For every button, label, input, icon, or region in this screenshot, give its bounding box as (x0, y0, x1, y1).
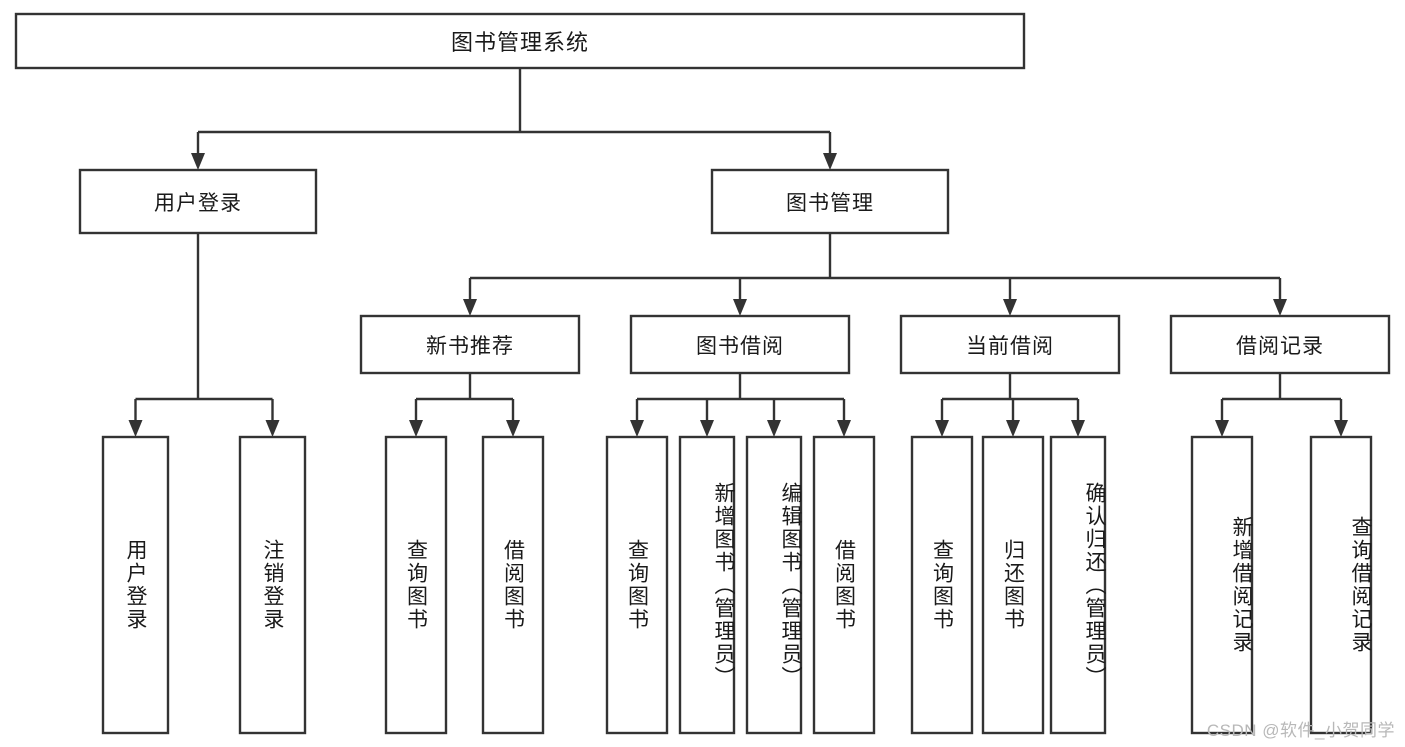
node-box-leaf-user-logout[interactable] (238, 435, 307, 735)
connectors-layer (128, 68, 1348, 437)
arrow-head-icon (265, 420, 280, 437)
arrow-head-icon (935, 420, 949, 437)
arrow-head-icon (506, 420, 520, 437)
arrow-head-icon (128, 420, 143, 437)
node-box-leaf-return-book[interactable] (981, 435, 1045, 735)
arrow-head-icon (1071, 420, 1085, 437)
arrow-head-icon (837, 420, 851, 437)
arrow-head-icon (733, 299, 747, 316)
arrow-head-icon (700, 420, 714, 437)
node-box-leaf-add-borrow-record[interactable] (1190, 435, 1254, 735)
arrow-head-icon (409, 420, 423, 437)
node-box-book-manage[interactable] (710, 168, 950, 235)
node-box-leaf-edit-book-admin[interactable] (745, 435, 803, 735)
node-box-borrow-record[interactable] (1169, 314, 1391, 375)
node-box-leaf-query-book-current[interactable] (910, 435, 974, 735)
arrow-head-icon (630, 420, 644, 437)
node-boxes-layer (14, 12, 1391, 735)
arrow-head-icon (1003, 299, 1017, 316)
node-box-book-borrow[interactable] (629, 314, 851, 375)
node-box-root[interactable] (14, 12, 1026, 70)
arrow-head-icon (1273, 299, 1287, 316)
node-box-leaf-query-borrow-record[interactable] (1309, 435, 1373, 735)
node-box-leaf-query-book-rec[interactable] (384, 435, 448, 735)
arrow-head-icon (1006, 420, 1020, 437)
node-box-new-book-recommend[interactable] (359, 314, 581, 375)
node-box-leaf-query-book-borrow[interactable] (605, 435, 669, 735)
watermark-text: CSDN @软件_小贺同学 (1206, 721, 1395, 740)
node-box-leaf-borrow-book[interactable] (812, 435, 876, 735)
arrow-head-icon (823, 153, 837, 170)
node-box-leaf-add-book-admin[interactable] (678, 435, 736, 735)
arrow-head-icon (191, 153, 205, 170)
node-box-leaf-confirm-return-admin[interactable] (1049, 435, 1107, 735)
arrow-head-icon (767, 420, 781, 437)
arrow-head-icon (463, 299, 477, 316)
node-box-current-borrow[interactable] (899, 314, 1121, 375)
arrow-head-icon (1334, 420, 1348, 437)
node-box-leaf-borrow-book-rec[interactable] (481, 435, 545, 735)
arrow-head-icon (1215, 420, 1229, 437)
node-box-user-login[interactable] (78, 168, 318, 235)
node-box-leaf-user-login[interactable] (101, 435, 170, 735)
